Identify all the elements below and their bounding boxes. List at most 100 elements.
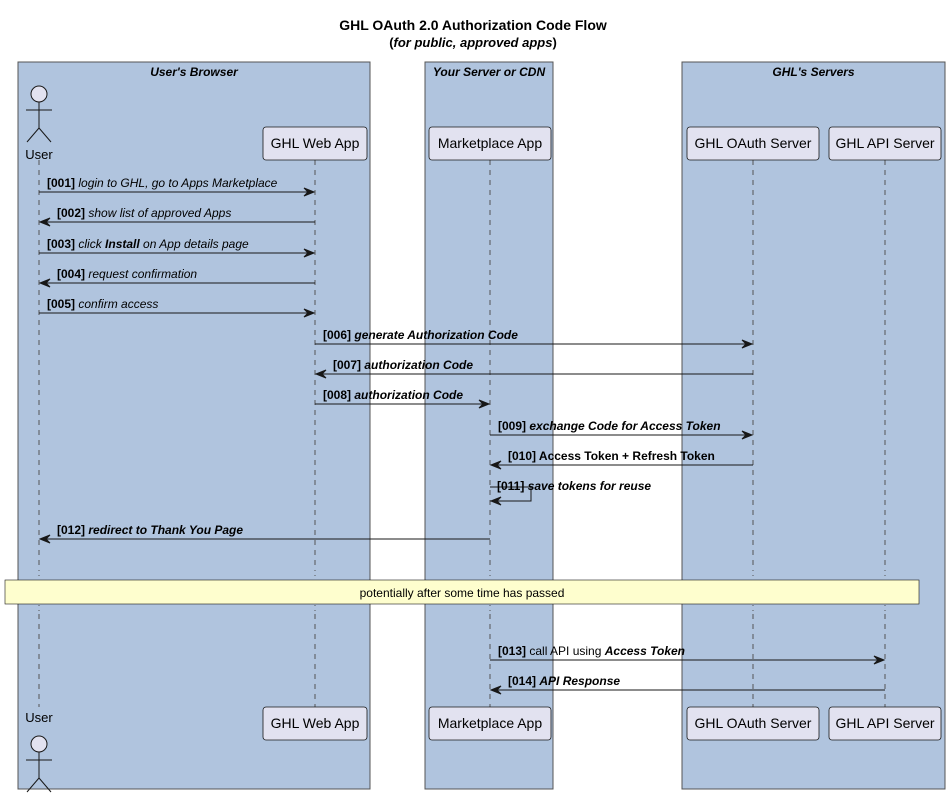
box-browser-title: User's Browser <box>150 65 239 79</box>
subtitle-close-paren: ) <box>552 35 556 50</box>
title-layer: GHL OAuth 2.0 Authorization Code Flow (f… <box>339 17 607 50</box>
message-14-arrowhead <box>489 685 502 695</box>
diagram-title: GHL OAuth 2.0 Authorization Code Flow <box>339 17 607 33</box>
participant-user-top: User <box>25 85 53 162</box>
message-2: [002] show list of approved Apps <box>38 206 315 227</box>
message-text-part: authorization Code <box>354 388 463 402</box>
message-14-label: [014] API Response <box>508 674 620 688</box>
message-4-arrowhead <box>38 278 51 288</box>
box-server-title: Your Server or CDN <box>433 65 546 79</box>
message-text-part: Access Token + Refresh Token <box>539 449 715 463</box>
message-10-arrowhead <box>489 460 502 470</box>
message-8-arrowhead <box>478 399 491 409</box>
box-ghl-title: GHL's Servers <box>772 65 855 79</box>
actor-figure-icon <box>26 735 52 793</box>
message-text-part: Access Token <box>604 644 685 658</box>
participant-label-oauth-top: GHL OAuth Server <box>695 135 812 151</box>
message-text-part: request confirmation <box>88 267 197 281</box>
box-ghl: GHL's Servers <box>681 61 946 790</box>
message-number: [003] <box>47 237 78 251</box>
subtitle-open-paren: ( <box>389 35 394 50</box>
message-12: [012] redirect to Thank You Page <box>38 523 490 544</box>
message-7-label: [007] authorization Code <box>333 358 473 372</box>
message-12-label: [012] redirect to Thank You Page <box>57 523 243 537</box>
message-11-label: [011] save tokens for reuse <box>497 479 651 493</box>
message-text-part: save tokens for reuse <box>528 479 652 493</box>
message-2-arrowhead <box>38 217 51 227</box>
message-1-label: [001] login to GHL, go to Apps Marketpla… <box>47 176 278 190</box>
actor-figure-icon <box>26 85 52 143</box>
message-7-arrowhead <box>314 369 327 379</box>
message-text-part: exchange Code for Access Token <box>529 419 720 433</box>
message-11-arrowhead <box>489 496 502 506</box>
message-6-label: [006] generate Authorization Code <box>323 328 518 342</box>
message-text-part: click <box>78 237 105 251</box>
participant-label-oauth-bottom: GHL OAuth Server <box>695 715 812 731</box>
message-number: [002] <box>57 206 88 220</box>
box-server-frame <box>424 61 554 790</box>
message-13-label: [013] call API using Access Token <box>498 644 685 658</box>
actor-head <box>30 735 48 753</box>
participant-webapp-top-box <box>262 126 368 161</box>
message-number: [007] <box>333 358 364 372</box>
participant-webapp-bottom: GHL Web App <box>262 706 368 741</box>
participant-user-bottom: User <box>25 710 53 793</box>
lifelines-layer <box>38 160 886 707</box>
message-5-label: [005] confirm access <box>47 297 158 311</box>
participant-label-webapp-bottom: GHL Web App <box>271 715 360 731</box>
message-9-arrowhead <box>741 430 754 440</box>
participant-label-market-top: Marketplace App <box>438 135 542 151</box>
participant-label-market-bottom: Marketplace App <box>438 715 542 731</box>
message-3-label: [003] click Install on App details page <box>47 237 249 251</box>
boxes-layer: User's Browser Your Server or CDN GHL's Se… <box>17 61 946 790</box>
message-10: [010] Access Token + Refresh Token <box>489 449 753 470</box>
message-5-arrowhead <box>303 308 316 318</box>
message-8: [008] authorization Code <box>315 388 491 409</box>
participant-market-bottom-box <box>428 706 552 741</box>
message-text-part: API Response <box>538 674 620 688</box>
participant-webapp-top: GHL Web App <box>262 126 368 161</box>
message-13-arrowhead <box>873 655 886 665</box>
message-number: [004] <box>57 267 88 281</box>
actor-leg-right <box>38 127 52 143</box>
message-number: [005] <box>47 297 78 311</box>
message-text-part: show list of approved Apps <box>88 206 231 220</box>
participant-market-bottom: Marketplace App <box>428 706 552 741</box>
message-6: [006] generate Authorization Code <box>315 328 754 349</box>
actor-head <box>30 85 48 103</box>
message-14: [014] API Response <box>489 674 885 695</box>
message-9: [009] exchange Code for Access Token <box>490 419 754 440</box>
participant-oauth-bottom-box <box>686 706 820 741</box>
message-text-part: authorization Code <box>364 358 473 372</box>
message-1-arrowhead <box>303 187 316 197</box>
messages-layer: [001] login to GHL, go to Apps Marketpla… <box>38 176 886 695</box>
message-8-label: [008] authorization Code <box>323 388 463 402</box>
diagram-subtitle: (for public, approved apps) <box>389 35 557 50</box>
message-3-arrowhead <box>303 248 316 258</box>
subtitle-italic-text: for public, approved apps <box>394 35 553 50</box>
message-text-part: Install <box>105 237 140 251</box>
participant-label-user-top: User <box>25 147 53 162</box>
message-text-part: confirm access <box>78 297 158 311</box>
divider-note-box <box>4 579 920 605</box>
participant-market-top-box <box>428 126 552 161</box>
message-text-part: on App details page <box>140 237 249 251</box>
participant-api-bottom: GHL API Server <box>828 706 942 741</box>
participant-oauth-top: GHL OAuth Server <box>686 126 820 161</box>
message-text-part: redirect to Thank You Page <box>88 523 243 537</box>
participant-api-top: GHL API Server <box>828 126 942 161</box>
message-11: [011] save tokens for reuse <box>489 479 651 506</box>
actor-leg-left <box>26 127 40 143</box>
message-text-part: call API using <box>529 644 604 658</box>
box-browser-frame <box>17 61 371 790</box>
participant-oauth-bottom: GHL OAuth Server <box>686 706 820 741</box>
message-number: [012] <box>57 523 88 537</box>
message-number: [014] <box>508 674 539 688</box>
message-number: [009] <box>498 419 529 433</box>
message-text-part: login to GHL, go to Apps Marketplace <box>78 176 277 190</box>
actor-leg-left <box>26 777 40 793</box>
box-ghl-frame <box>681 61 946 790</box>
